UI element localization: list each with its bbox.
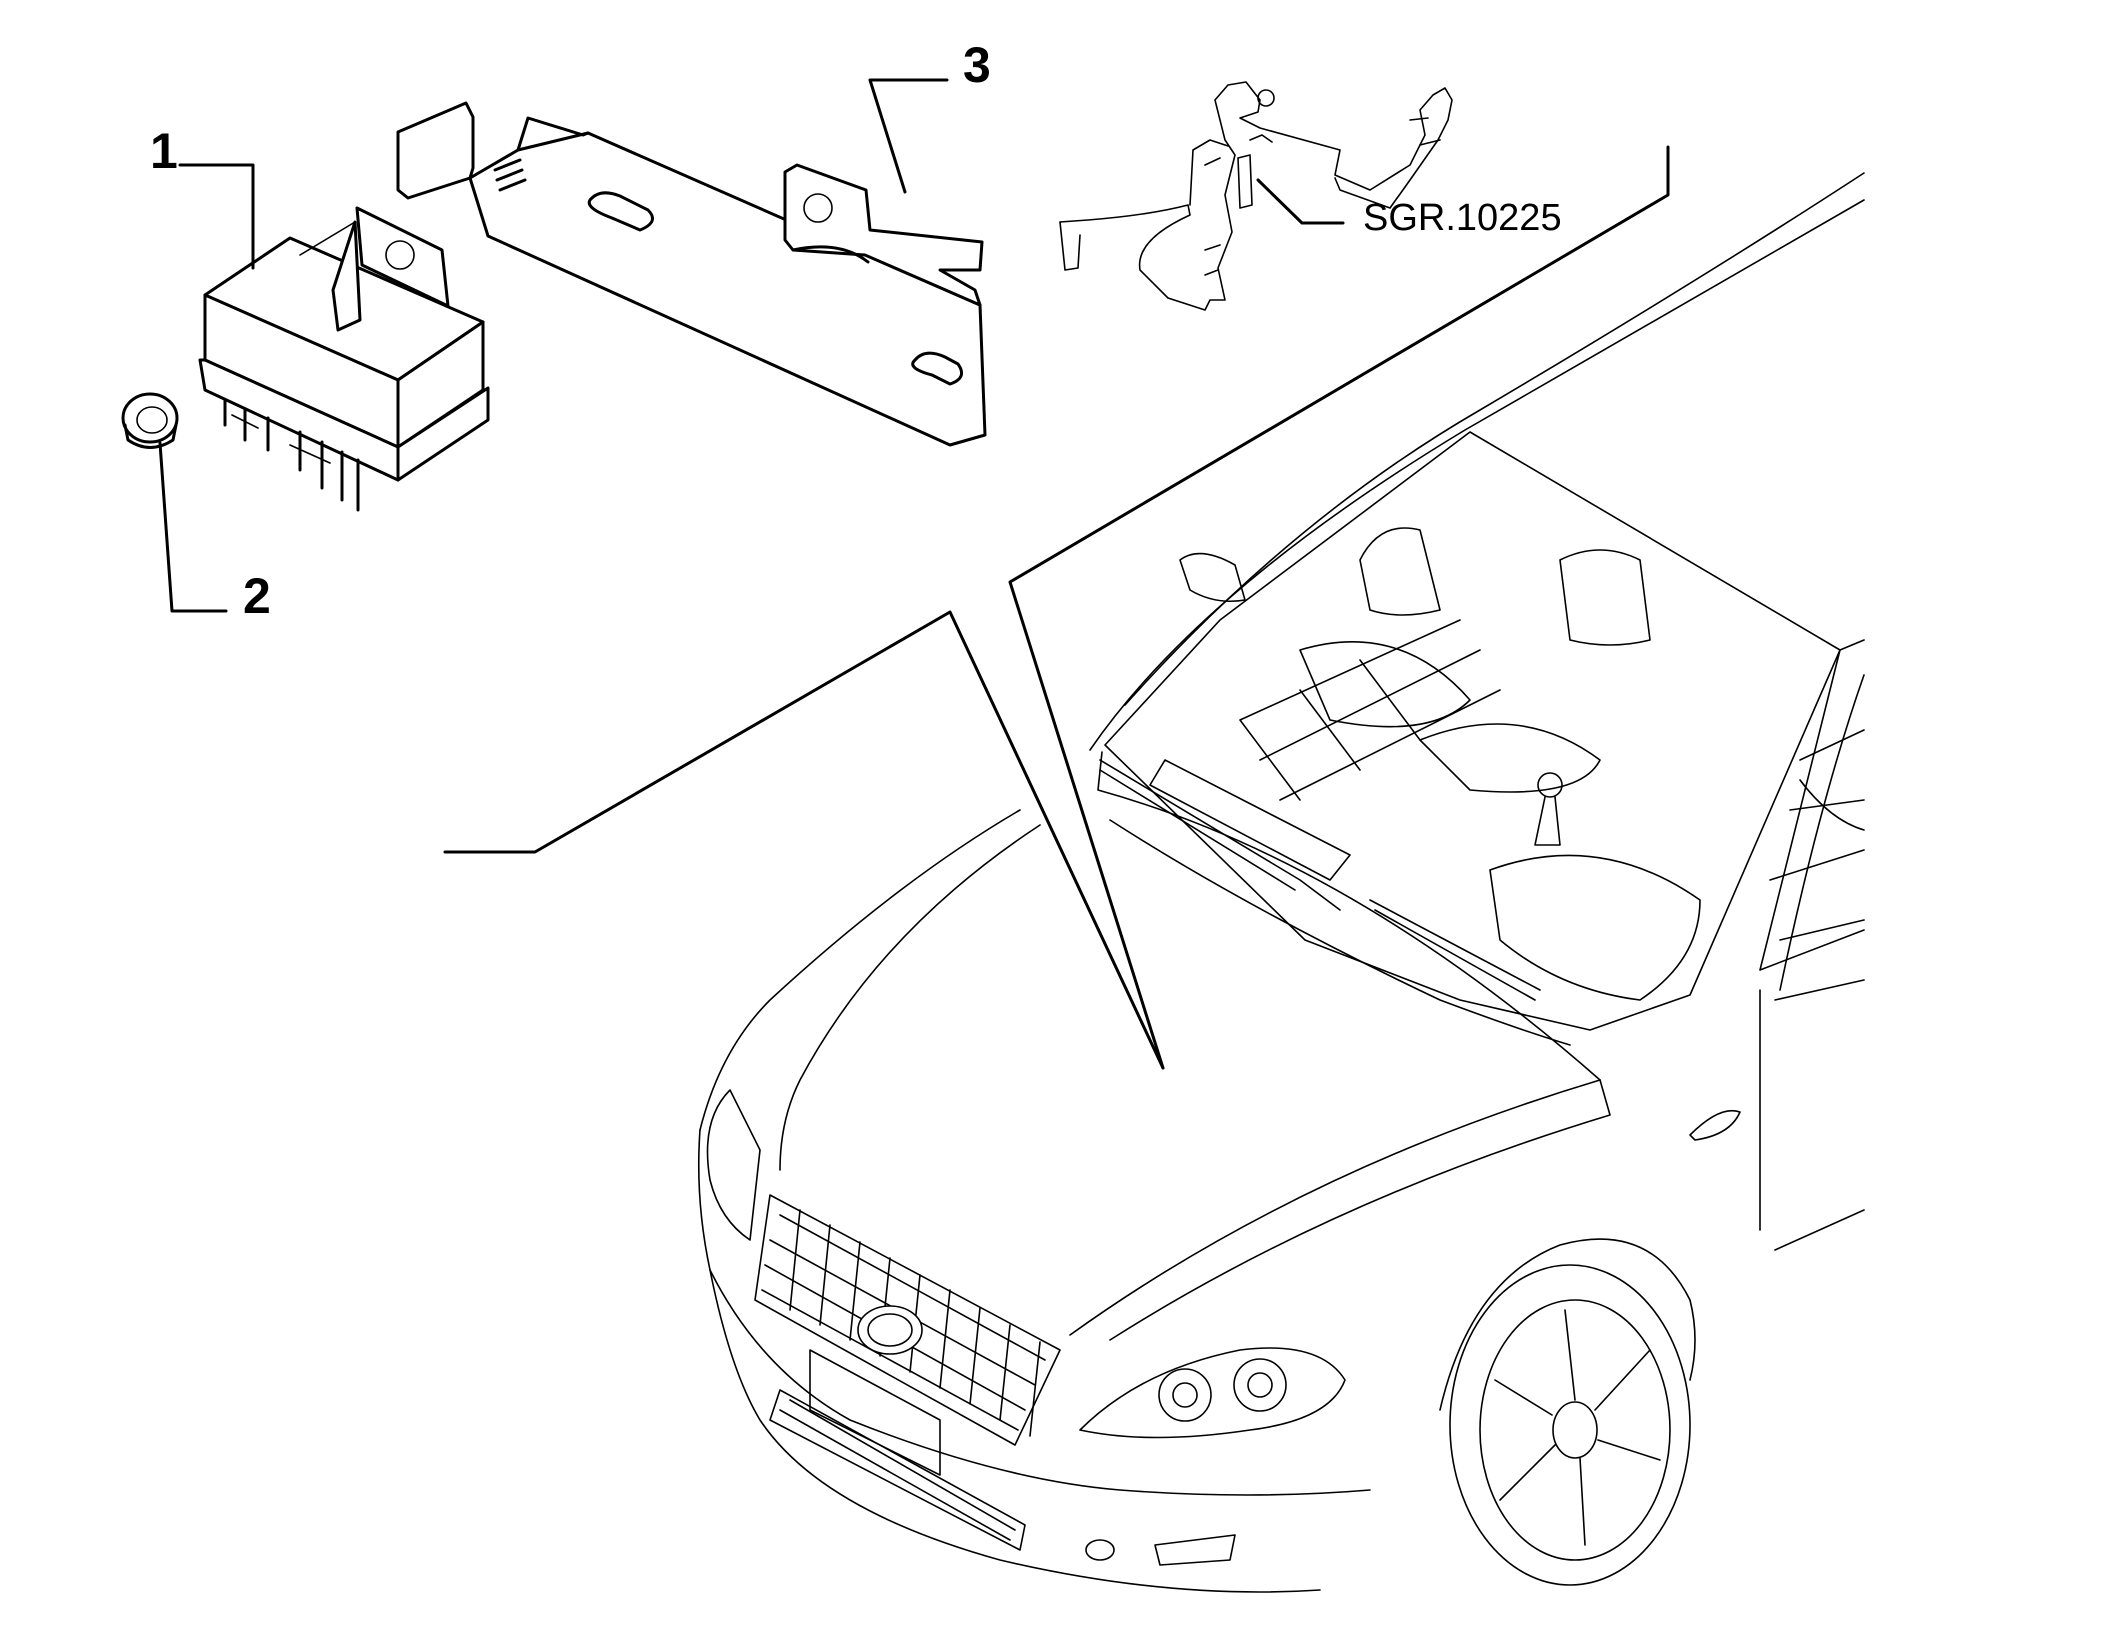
reference-code-leader bbox=[1256, 178, 1345, 225]
part-1-relay-unit[interactable] bbox=[198, 206, 490, 512]
zoom-leader-lines bbox=[443, 145, 1670, 1070]
part-3-bracket[interactable] bbox=[396, 101, 987, 447]
callout-3-leader bbox=[868, 78, 949, 194]
car-front-view bbox=[697, 172, 1865, 1593]
callout-2-leader bbox=[158, 441, 228, 613]
reference-code-label: SGR.10225 bbox=[1363, 197, 1562, 239]
callout-3-label: 3 bbox=[963, 37, 991, 93]
reference-bracket-sgr-10225 bbox=[1059, 81, 1453, 311]
part-2-nut[interactable] bbox=[121, 392, 179, 449]
callout-1-label: 1 bbox=[150, 123, 178, 179]
callout-1-leader bbox=[178, 163, 255, 270]
callout-2-label: 2 bbox=[243, 568, 271, 624]
